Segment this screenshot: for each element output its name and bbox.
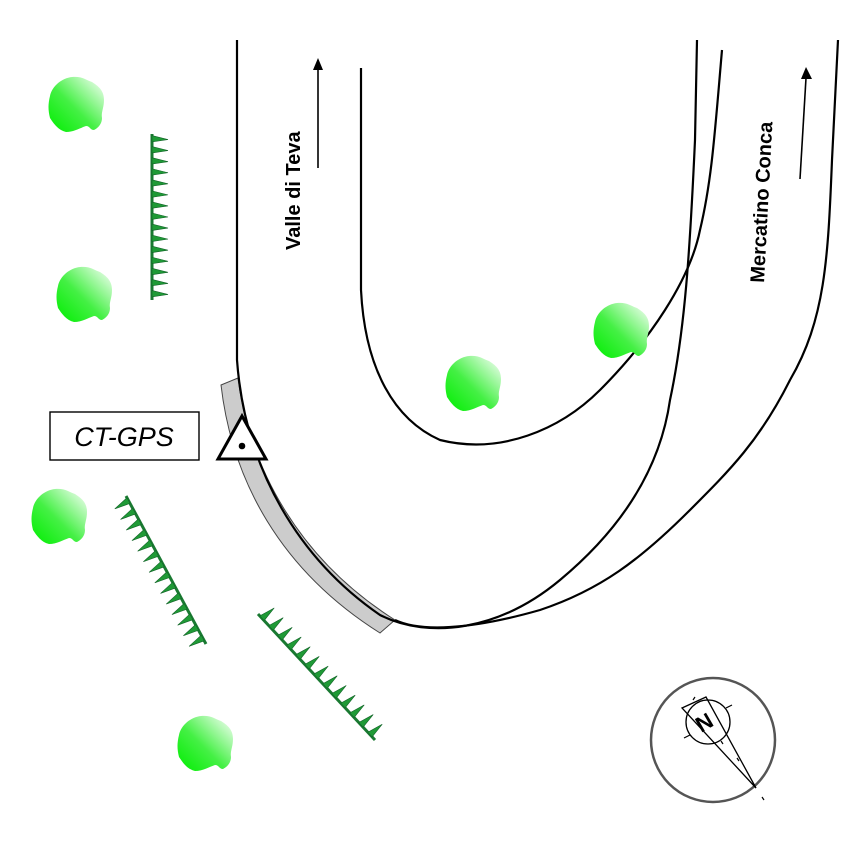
tree-icon bbox=[445, 355, 501, 411]
hedge-spike bbox=[322, 675, 338, 689]
direction-arrow-icon bbox=[801, 67, 812, 79]
hedge-spike bbox=[151, 256, 169, 265]
hedge-spike bbox=[137, 539, 154, 552]
hedge-spike bbox=[340, 694, 356, 709]
hedge-spike bbox=[151, 267, 169, 276]
road-name-valle-di-teva: Valle di Teva bbox=[283, 131, 305, 250]
compass: N bbox=[649, 676, 777, 804]
gps-station-icon bbox=[215, 412, 269, 461]
hedge-spike bbox=[171, 603, 188, 615]
hedge-spike bbox=[143, 550, 159, 563]
tree-icon bbox=[48, 76, 104, 132]
hedge-spike bbox=[151, 157, 169, 165]
hedge-spike bbox=[120, 507, 137, 520]
hedge-spike bbox=[313, 665, 329, 680]
hedge-spike bbox=[367, 724, 383, 738]
station-label-box: CT-GPS bbox=[49, 411, 200, 461]
road-shoulder bbox=[220, 377, 396, 634]
hedge-spike bbox=[177, 613, 194, 626]
road-outer-edge bbox=[235, 39, 699, 630]
hedge-spike bbox=[131, 529, 148, 541]
hedge-spike bbox=[151, 279, 169, 287]
hedge-spike bbox=[151, 223, 169, 231]
hedge-icon bbox=[150, 134, 169, 300]
hedge-spike bbox=[268, 617, 284, 631]
hedge-spike bbox=[286, 636, 302, 651]
tree-icon bbox=[56, 266, 112, 322]
hedge-spike bbox=[183, 624, 199, 637]
hedge-spike bbox=[160, 581, 177, 594]
hedge-spike bbox=[151, 179, 169, 187]
hedge-spike bbox=[151, 146, 169, 154]
hedge-spike bbox=[277, 627, 293, 641]
road-name-mercatino-conca: Mercatino Conca bbox=[747, 120, 777, 283]
hedge-spike bbox=[151, 234, 169, 242]
hedge-spike bbox=[154, 571, 171, 584]
hedge-spike bbox=[126, 518, 142, 531]
road-right-edge bbox=[394, 39, 840, 629]
hedge-spike bbox=[114, 497, 131, 510]
hedge-spike bbox=[151, 201, 169, 209]
hedge-spike bbox=[151, 168, 169, 176]
hedge-icon bbox=[114, 495, 208, 647]
tree-icon bbox=[593, 302, 649, 358]
hedge-spike bbox=[304, 656, 320, 670]
road-inner-edge bbox=[359, 49, 724, 446]
hedge-icon bbox=[256, 607, 383, 742]
hedge-spike bbox=[259, 607, 275, 622]
hedge-spike bbox=[151, 212, 169, 220]
hedge-spike bbox=[188, 634, 205, 647]
hedge-spike bbox=[349, 704, 365, 718]
hedge-spike bbox=[295, 646, 311, 660]
hedge-spike bbox=[151, 245, 169, 253]
hedge-spike bbox=[151, 290, 169, 298]
hedge-spike bbox=[151, 135, 169, 143]
road-label-valle-di-teva: Valle di Teva bbox=[283, 58, 323, 250]
hedge-spike bbox=[358, 714, 374, 728]
hedge-spike bbox=[151, 190, 169, 198]
hedge-spike bbox=[166, 592, 182, 605]
direction-arrow-icon bbox=[313, 58, 323, 70]
hedges bbox=[114, 134, 383, 742]
station-label: CT-GPS bbox=[74, 422, 174, 452]
hedge-spike bbox=[148, 560, 165, 573]
tree-icon bbox=[177, 715, 233, 771]
hedge-spike bbox=[331, 685, 347, 699]
tree-icon bbox=[31, 488, 87, 544]
road-label-mercatino-conca: Mercatino Conca bbox=[747, 67, 812, 283]
